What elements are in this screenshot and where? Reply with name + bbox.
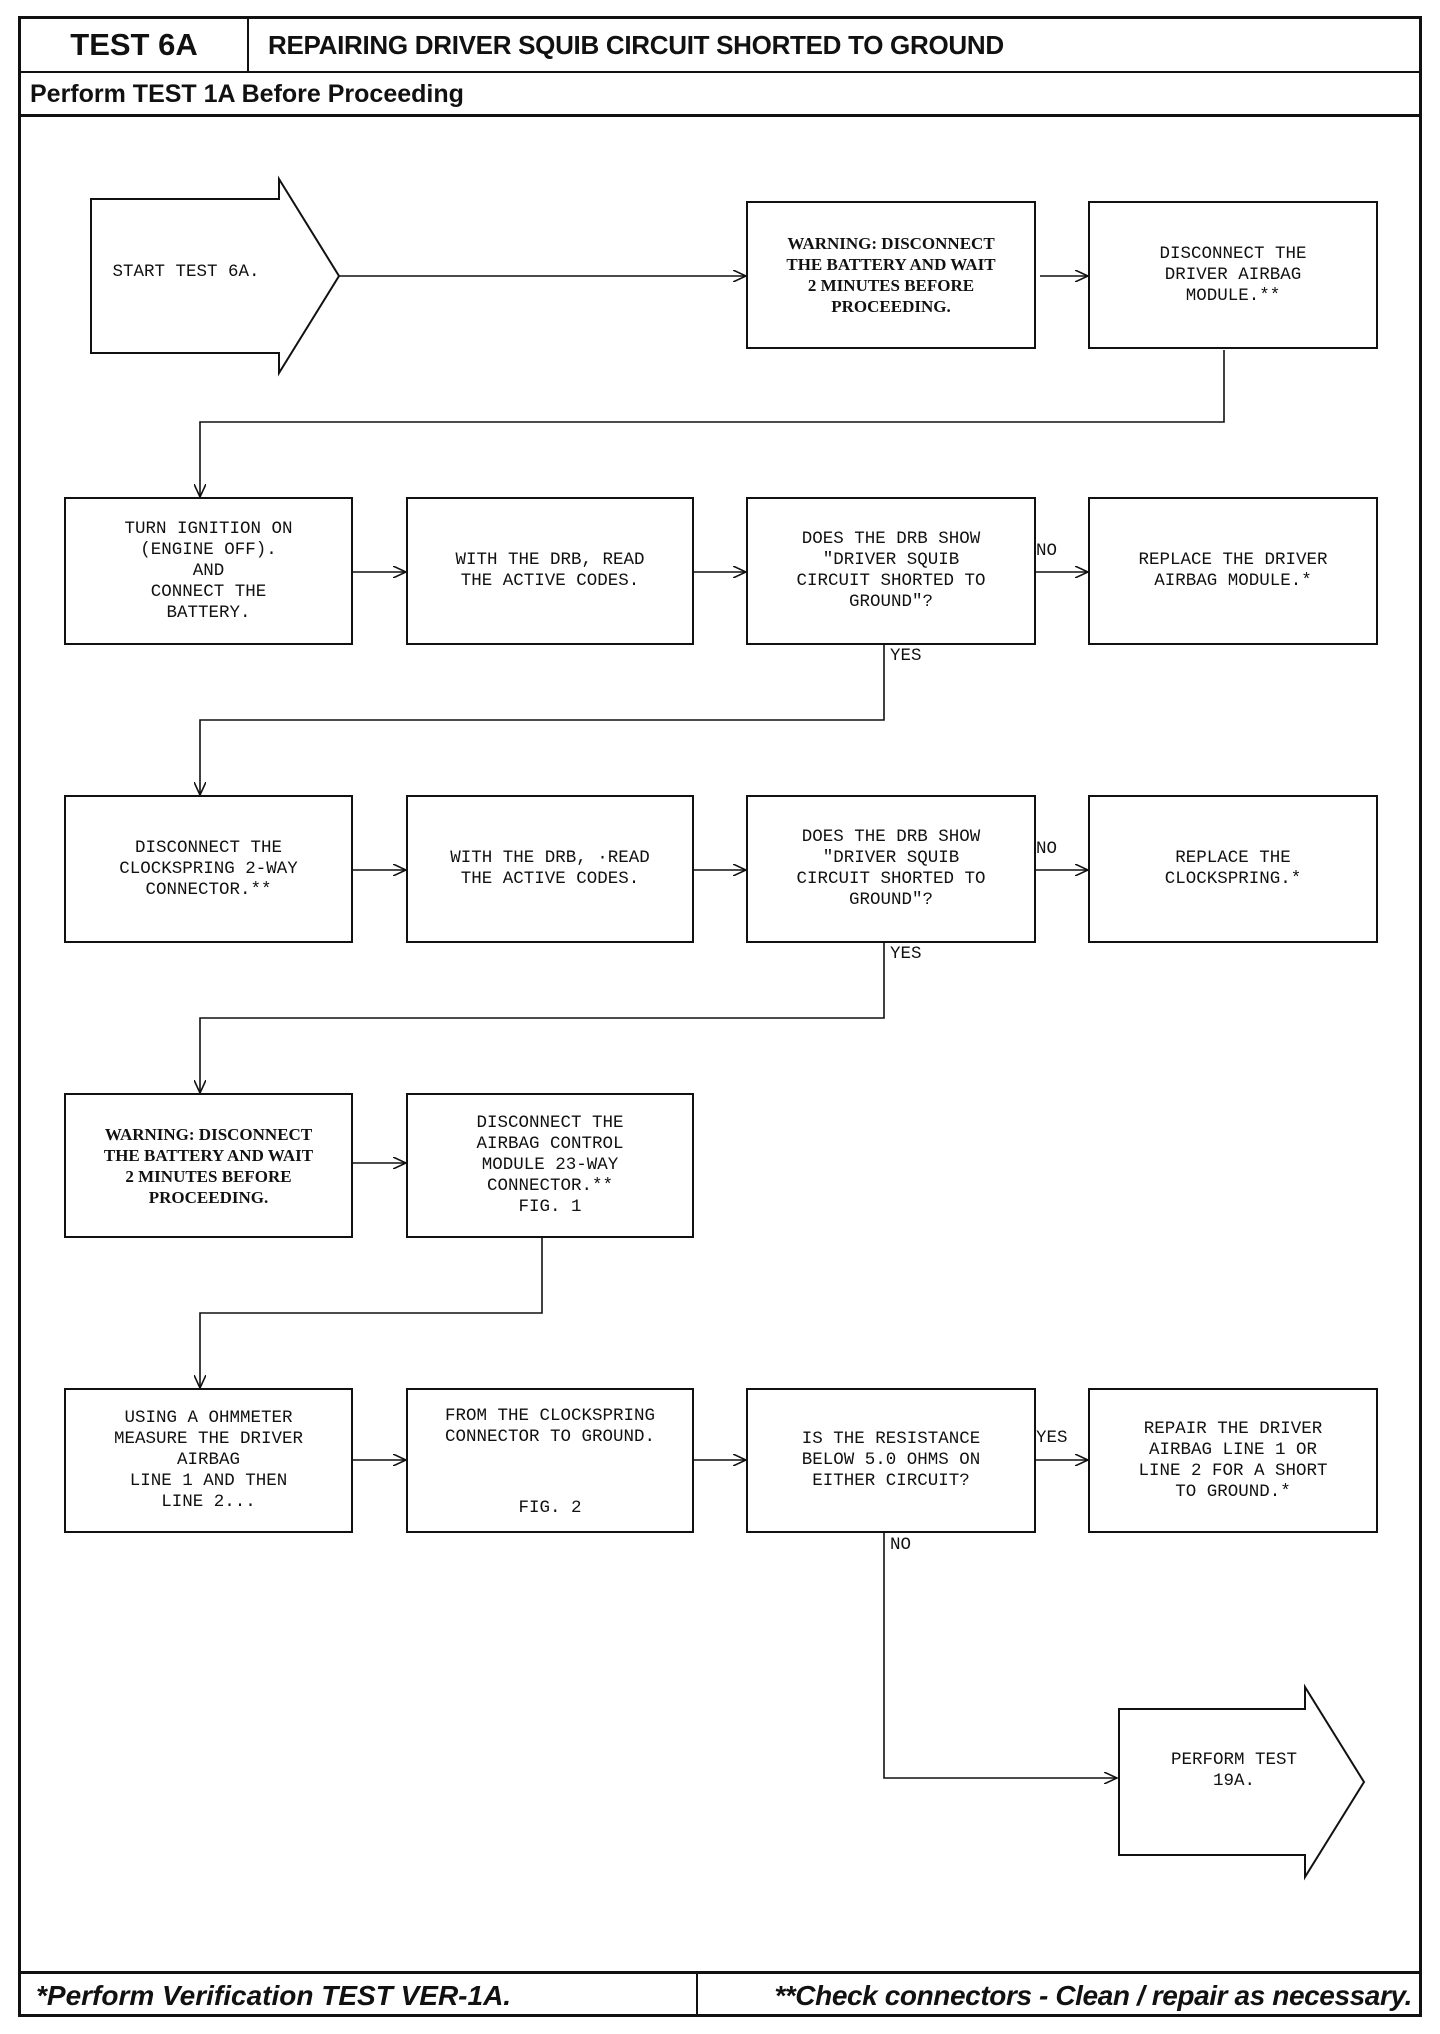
- disconnect-clockspring-text: DISCONNECT THE CLOCKSPRING 2-WAY CONNECT…: [119, 837, 298, 900]
- replace-airbag-box: REPLACE THE DRIVER AIRBAG MODULE.*: [1088, 497, 1378, 645]
- read-codes-text-1: WITH THE DRB, READ THE ACTIVE CODES.: [455, 550, 645, 591]
- replace-clockspring-text: REPLACE THE CLOCKSPRING.*: [1164, 848, 1302, 889]
- start-step: START TEST 6A.: [112, 262, 260, 282]
- end-arrow-shape: [1118, 1683, 1366, 1881]
- arrow-decision1-yes: [200, 645, 885, 795]
- disconnect-acm-box: DISCONNECT THE AIRBAG CONTROL MODULE 23-…: [406, 1093, 694, 1238]
- decision-box-1: DOES THE DRB SHOW "DRIVER SQUIB CIRCUIT …: [746, 497, 1036, 645]
- decision-text-1: DOES THE DRB SHOW "DRIVER SQUIB CIRCUIT …: [796, 529, 986, 612]
- warning-text-1: WARNING: DISCONNECT THE BATTERY AND WAIT…: [786, 234, 996, 316]
- arrow-disconnect-to-ignition: [200, 350, 1225, 497]
- from-clockspring-text: FROM THE CLOCKSPRING CONNECTOR TO GROUND…: [444, 1406, 656, 1447]
- disconnect-clockspring-box: DISCONNECT THE CLOCKSPRING 2-WAY CONNECT…: [64, 795, 353, 943]
- ohmmeter-box: USING A OHMMETER MEASURE THE DRIVER AIRB…: [64, 1388, 353, 1533]
- repair-line-text: REPAIR THE DRIVER AIRBAG LINE 1 OR LINE …: [1138, 1418, 1328, 1502]
- repair-line-box: REPAIR THE DRIVER AIRBAG LINE 1 OR LINE …: [1088, 1388, 1378, 1533]
- decision-text-2: DOES THE DRB SHOW "DRIVER SQUIB CIRCUIT …: [796, 827, 986, 910]
- warning-box-2: WARNING: DISCONNECT THE BATTERY AND WAIT…: [64, 1093, 353, 1238]
- decision-box-3: IS THE RESISTANCE BELOW 5.0 OHMS ON EITH…: [746, 1388, 1036, 1533]
- header-divider: [21, 71, 1419, 73]
- decision-2-yes-label: YES: [890, 944, 922, 964]
- arrow-decision2-yes: [200, 943, 885, 1093]
- read-codes-text-2: WITH THE DRB, ·READ THE ACTIVE CODES.: [450, 848, 650, 889]
- decision-2-no-label: NO: [1036, 839, 1058, 859]
- replace-clockspring-box: REPLACE THE CLOCKSPRING.*: [1088, 795, 1378, 943]
- arrow-decision3-no: [883, 1533, 1117, 1778]
- decision-1-no-label: NO: [1036, 541, 1058, 561]
- decision-3-yes-label: YES: [1036, 1428, 1068, 1448]
- header-divider-bottom: [21, 114, 1419, 117]
- disconnect-airbag-text: DISCONNECT THE DRIVER AIRBAG MODULE.**: [1159, 243, 1307, 306]
- disconnect-airbag-box: DISCONNECT THE DRIVER AIRBAG MODULE.**: [1088, 201, 1378, 349]
- from-clockspring-box: FROM THE CLOCKSPRING CONNECTOR TO GROUND…: [406, 1388, 694, 1533]
- read-codes-box-2: WITH THE DRB, ·READ THE ACTIVE CODES.: [406, 795, 694, 943]
- decision-1-yes-label: YES: [890, 646, 922, 666]
- warning-text-2: WARNING: DISCONNECT THE BATTERY AND WAIT…: [103, 1124, 314, 1207]
- footer-divider: [21, 1971, 1419, 1974]
- decision-box-2: DOES THE DRB SHOW "DRIVER SQUIB CIRCUIT …: [746, 795, 1036, 943]
- test-id: TEST 6A: [21, 19, 249, 71]
- page-frame: [18, 16, 1422, 2017]
- read-codes-box-1: WITH THE DRB, READ THE ACTIVE CODES.: [406, 497, 694, 645]
- footer-separator: [696, 1974, 698, 2017]
- replace-airbag-text: REPLACE THE DRIVER AIRBAG MODULE.*: [1138, 550, 1328, 591]
- decision-text-3: IS THE RESISTANCE BELOW 5.0 OHMS ON EITH…: [801, 1429, 981, 1491]
- decision-3-no-label: NO: [890, 1535, 912, 1555]
- ignition-on-text: TURN IGNITION ON (ENGINE OFF). AND CONNE…: [124, 518, 293, 623]
- warning-box-1: WARNING: DISCONNECT THE BATTERY AND WAIT…: [746, 201, 1036, 349]
- start-arrow-shape: [90, 175, 341, 377]
- connector-note: **Check connectors - Clean / repair as n…: [774, 1980, 1412, 2011]
- test-title: REPAIRING DRIVER SQUIB CIRCUIT SHORTED T…: [268, 30, 1004, 60]
- disconnect-acm-text: DISCONNECT THE AIRBAG CONTROL MODULE 23-…: [476, 1113, 624, 1217]
- from-clockspring-figure: FIG. 2: [518, 1498, 582, 1518]
- end-step: PERFORM TEST 19A.: [1170, 1750, 1298, 1791]
- verification-note: *Perform Verification TEST VER-1A.: [36, 1980, 512, 2011]
- prerequisite-note: Perform TEST 1A Before Proceeding: [30, 80, 464, 108]
- ohmmeter-text: USING A OHMMETER MEASURE THE DRIVER AIRB…: [113, 1408, 304, 1512]
- ignition-on-box: TURN IGNITION ON (ENGINE OFF). AND CONNE…: [64, 497, 353, 645]
- arrow-acm-to-ohmmeter: [200, 1238, 543, 1388]
